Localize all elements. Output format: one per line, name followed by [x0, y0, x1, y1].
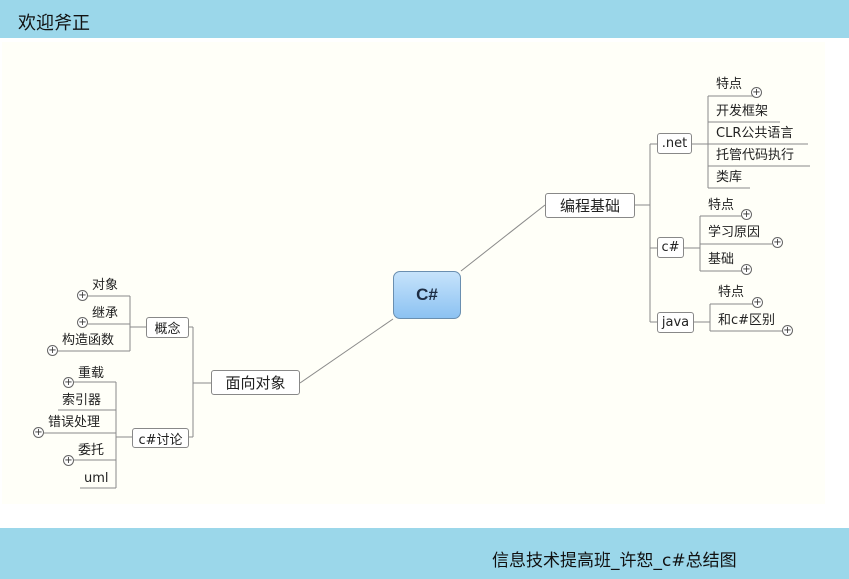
leaf-managed-code[interactable]: 托管代码执行 — [716, 148, 795, 163]
leaf-basics[interactable]: 基础 — [708, 252, 735, 267]
leaf-dotnet-features[interactable]: 特点 — [716, 77, 743, 92]
expand-icon[interactable]: + — [77, 317, 88, 328]
leaf-error-handling[interactable]: 错误处理 — [48, 415, 101, 430]
node-csharp[interactable]: c# — [657, 237, 684, 258]
expand-icon[interactable]: + — [63, 455, 74, 466]
header-title: 欢迎斧正 — [18, 13, 90, 34]
branch-object-oriented[interactable]: 面向对象 — [211, 370, 300, 395]
leaf-object[interactable]: 对象 — [92, 278, 119, 293]
leaf-inheritance[interactable]: 继承 — [92, 306, 119, 321]
node-dotnet[interactable]: .net — [657, 133, 692, 154]
leaf-dev-framework[interactable]: 开发框架 — [716, 104, 769, 119]
branch-programming-basics[interactable]: 编程基础 — [545, 193, 635, 218]
central-node[interactable]: C# — [393, 271, 461, 319]
expand-icon[interactable]: + — [741, 264, 752, 275]
node-csharp-discussion[interactable]: c#讨论 — [132, 428, 189, 448]
expand-icon[interactable]: + — [772, 237, 783, 248]
leaf-diff-with-csharp[interactable]: 和c#区别 — [718, 313, 776, 328]
expand-icon[interactable]: + — [751, 87, 762, 98]
leaf-clr[interactable]: CLR公共语言 — [716, 126, 794, 141]
header-bar: 欢迎斧正 — [0, 0, 849, 38]
expand-icon[interactable]: + — [741, 209, 752, 220]
expand-icon[interactable]: + — [63, 377, 74, 388]
leaf-learning-reasons[interactable]: 学习原因 — [708, 225, 761, 240]
leaf-delegate[interactable]: 委托 — [78, 443, 105, 458]
leaf-constructor[interactable]: 构造函数 — [62, 333, 115, 348]
leaf-uml[interactable]: uml — [84, 471, 109, 486]
leaf-indexer[interactable]: 索引器 — [62, 393, 102, 408]
expand-icon[interactable]: + — [47, 345, 58, 356]
footer-caption: 信息技术提高班_许恕_c#总结图 — [492, 551, 737, 571]
expand-icon[interactable]: + — [752, 297, 763, 308]
expand-icon[interactable]: + — [33, 427, 44, 438]
footer-bar: 信息技术提高班_许恕_c#总结图 — [0, 528, 849, 579]
leaf-java-features[interactable]: 特点 — [718, 285, 745, 300]
expand-icon[interactable]: + — [782, 325, 793, 336]
leaf-csharp-features[interactable]: 特点 — [708, 198, 735, 213]
node-java[interactable]: java — [657, 312, 694, 333]
node-concepts[interactable]: 概念 — [146, 317, 189, 338]
leaf-class-library[interactable]: 类库 — [716, 170, 743, 185]
expand-icon[interactable]: + — [77, 290, 88, 301]
leaf-overloading[interactable]: 重载 — [78, 366, 105, 381]
